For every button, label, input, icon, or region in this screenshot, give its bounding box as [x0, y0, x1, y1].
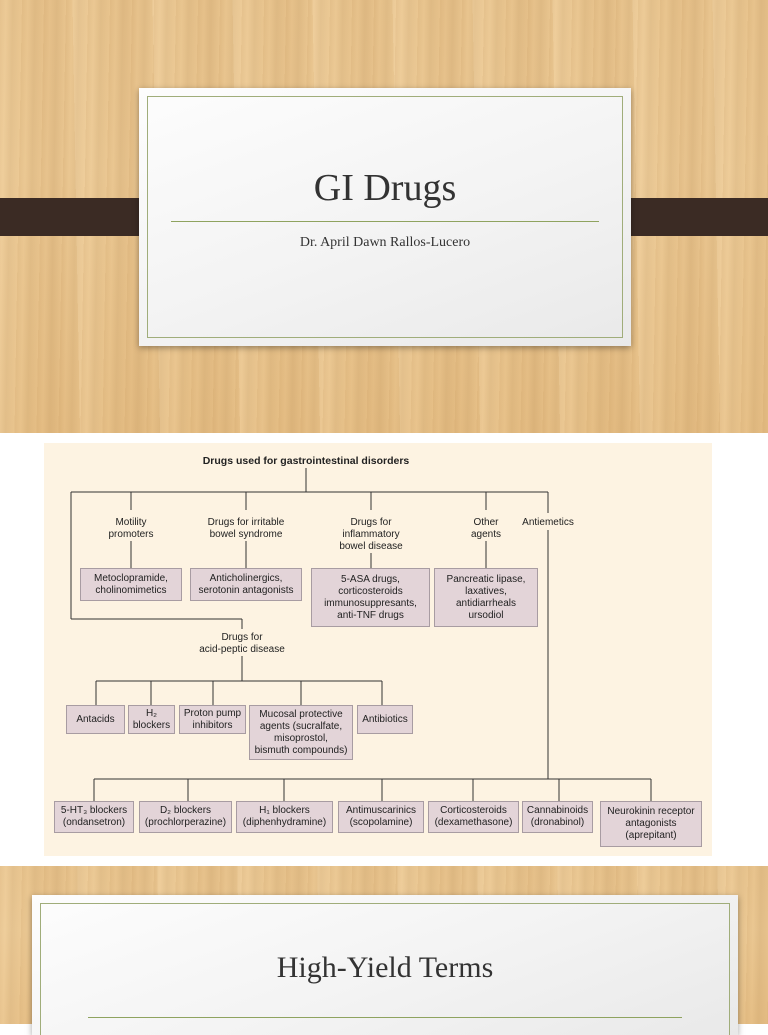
box-corticosteroids: Corticosteroids (dexamethasone) — [428, 801, 519, 833]
box-d2-blockers: D₂ blockers (prochlorperazine) — [139, 801, 232, 833]
box-ibs-drugs: Anticholinergics, serotonin antagonists — [190, 568, 302, 601]
box-motility-drugs: Metoclopramide, cholinomimetics — [80, 568, 182, 601]
box-antibiotics: Antibiotics — [357, 705, 413, 734]
category-ibs: Drugs for irritable bowel syndrome — [207, 517, 285, 540]
title-divider — [171, 221, 599, 222]
category-acid-peptic: Drugs for acid-peptic disease — [199, 632, 285, 655]
box-mucosal-agents: Mucosal protective agents (sucralfate, m… — [249, 705, 353, 760]
category-ibd: Drugs for inflammatory bowel disease — [339, 517, 403, 552]
box-h1-blockers: H₁ blockers (diphenhydramine) — [236, 801, 333, 833]
connector-lines — [70, 468, 652, 801]
slide-title: GI Drugs — [313, 167, 457, 209]
box-ppi: Proton pump inhibitors — [179, 705, 246, 734]
box-antimuscarinics: Antimuscarinics (scopolamine) — [338, 801, 424, 833]
author-name: Dr. April Dawn Rallos-Lucero — [299, 235, 471, 250]
card-border — [40, 903, 730, 1035]
box-antacids: Antacids — [66, 705, 125, 734]
box-h2-blockers: H₂ blockers — [128, 705, 175, 734]
box-ibd-drugs: 5-ASA drugs, corticosteroids immunosuppr… — [311, 568, 430, 627]
box-5ht3-blockers: 5-HT₃ blockers (ondansetron) — [54, 801, 134, 833]
title-divider — [88, 1017, 682, 1018]
decorative-band-left — [0, 198, 156, 236]
box-cannabinoids: Cannabinoids (dronabinol) — [522, 801, 593, 833]
box-neurokinin-antagonists: Neurokinin receptor antagonists (aprepit… — [600, 801, 702, 847]
category-other: Other agents — [470, 517, 502, 540]
drug-classification-diagram: Drugs used for gastrointestinal disorder… — [44, 443, 712, 856]
title-slide: GI Drugs Dr. April Dawn Rallos-Lucero — [0, 0, 768, 433]
title-card: GI Drugs Dr. April Dawn Rallos-Lucero — [139, 88, 631, 346]
slide-title: High-Yield Terms — [276, 951, 494, 984]
high-yield-card: High-Yield Terms — [32, 895, 738, 1035]
box-other-agents: Pancreatic lipase, laxatives, antidiarrh… — [434, 568, 538, 627]
diagram-root-label: Drugs used for gastrointestinal disorder… — [202, 455, 410, 467]
card-border — [147, 96, 623, 338]
decorative-band-right — [612, 198, 768, 236]
category-motility: Motility promoters — [108, 517, 154, 540]
category-antiemetics: Antiemetics — [514, 517, 582, 529]
